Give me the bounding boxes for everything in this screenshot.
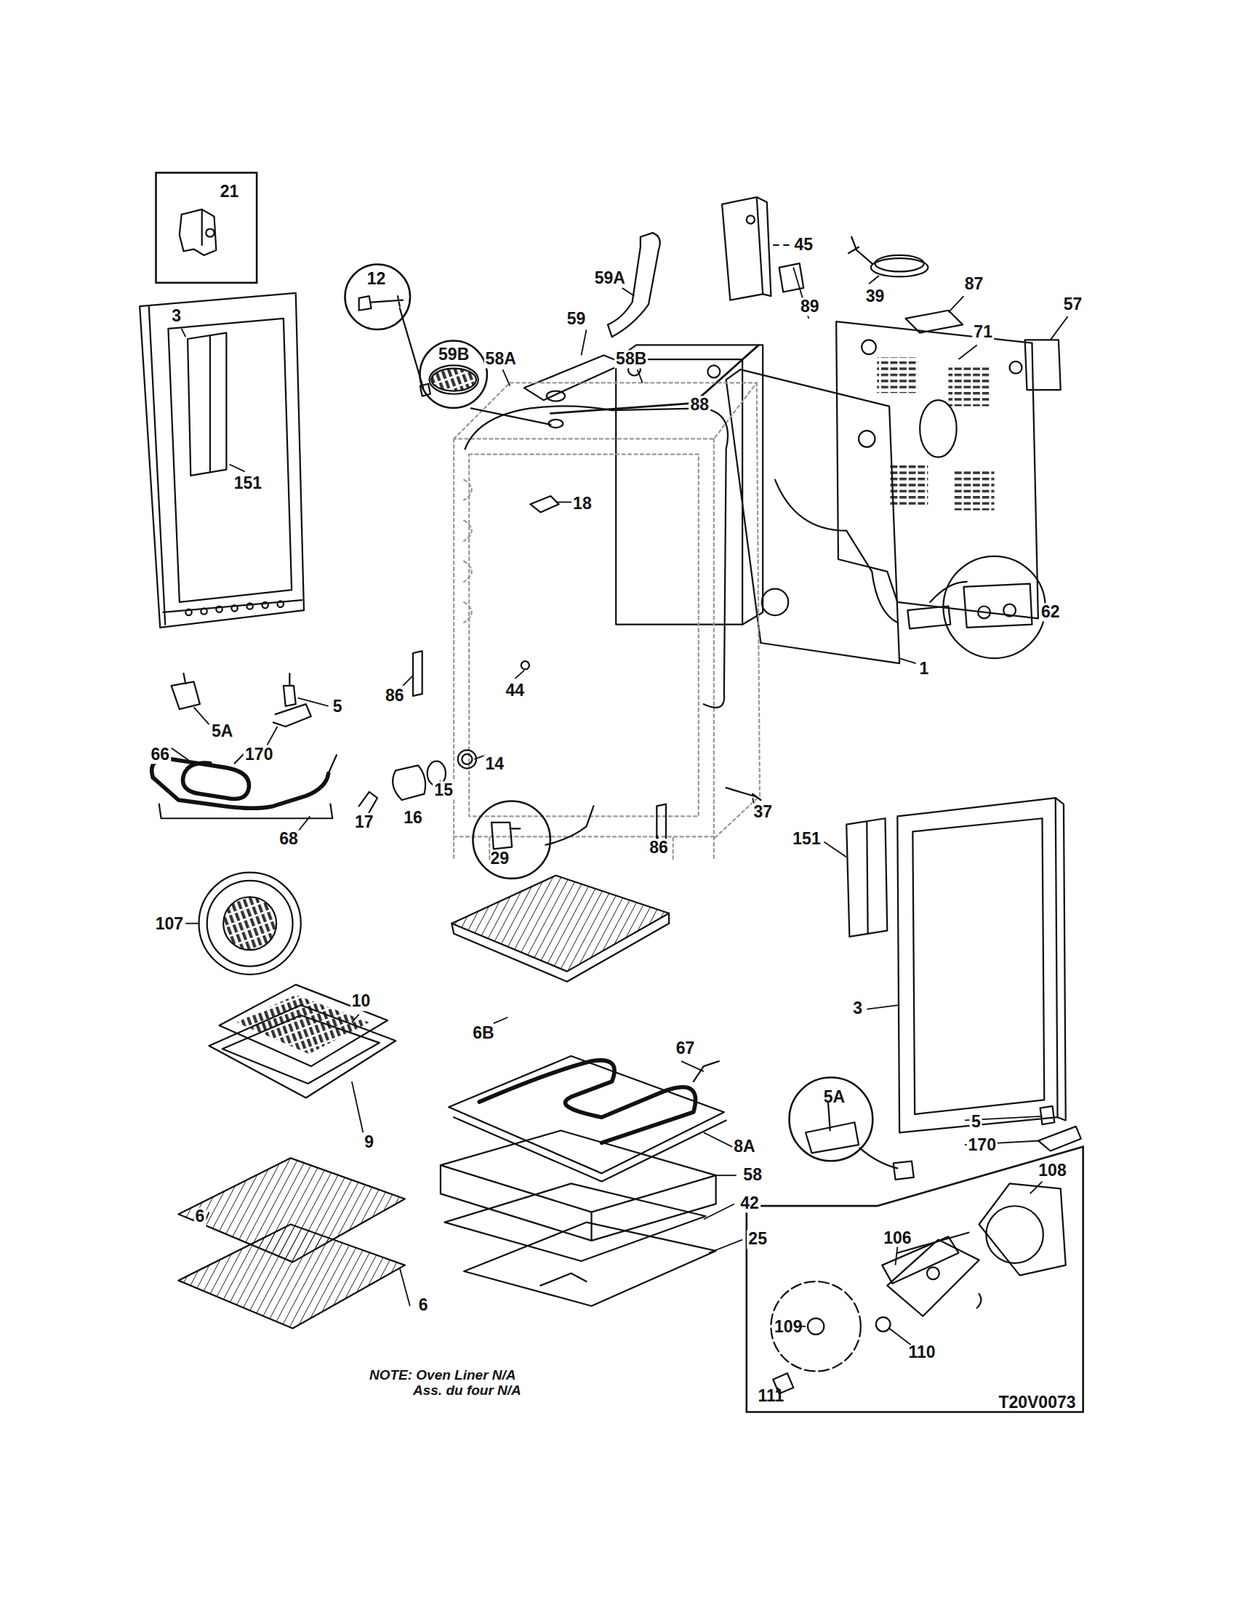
callout-number: 39 xyxy=(864,287,887,307)
callout-number: 25 xyxy=(746,1230,769,1249)
callout-number: 89 xyxy=(799,298,821,317)
callout-number: 5A xyxy=(822,1088,847,1107)
callout-number: 5A xyxy=(210,721,235,741)
callout-number: 57 xyxy=(1062,295,1085,315)
callout-number: 58A xyxy=(484,349,518,368)
callout-number: 8A xyxy=(732,1137,757,1156)
callout-number: 86 xyxy=(383,686,406,705)
callout-number: 58B xyxy=(614,349,648,368)
callout-number: 110 xyxy=(906,1342,937,1362)
callout-number: 71 xyxy=(972,323,994,342)
callout-number: 37 xyxy=(751,802,774,821)
callout-number: 1 xyxy=(917,659,930,678)
detail-circle: 59B xyxy=(418,339,488,409)
callout-number: 59A xyxy=(593,269,627,288)
callout-number: 106 xyxy=(881,1228,913,1247)
callout-number: 67 xyxy=(674,1038,697,1058)
outline-shape xyxy=(473,800,551,878)
callout-number: 68 xyxy=(277,830,300,849)
outline-shape xyxy=(420,340,488,408)
callout-number: 86 xyxy=(647,838,670,857)
callout-number: 170 xyxy=(243,745,275,764)
callout-number: 5 xyxy=(331,697,344,716)
note-text: NOTE: Oven Liner N/A xyxy=(367,1366,518,1383)
callout-number: 16 xyxy=(402,808,424,827)
note-text: Ass. du four N/A xyxy=(411,1382,523,1398)
frame-outline xyxy=(744,1144,1085,1414)
callout-number: 45 xyxy=(792,235,815,254)
callout-number: 109 xyxy=(772,1317,804,1336)
circle-outline xyxy=(471,799,552,880)
outline-shape xyxy=(156,172,258,283)
outline-shape xyxy=(789,1076,874,1161)
callout-number: 10 xyxy=(350,992,373,1011)
outline-shape xyxy=(746,1146,1084,1412)
motor-assembly-frame: 108 106 109 110 111 T20V0073 xyxy=(744,1144,1085,1414)
outline-shape xyxy=(344,263,411,330)
frame-outline xyxy=(154,171,259,284)
callout-number: 42 xyxy=(738,1193,761,1213)
detail-circle: 12 xyxy=(343,263,412,331)
callout-number: 21 xyxy=(218,182,241,201)
framed-part-box: 21 xyxy=(154,171,259,284)
callout-number: 151 xyxy=(232,474,264,493)
callout-number: 29 xyxy=(488,849,511,868)
callout-number: 12 xyxy=(365,270,388,289)
callout-number: 59 xyxy=(565,309,588,328)
callout-number: 59B xyxy=(436,345,471,364)
callout-number: 107 xyxy=(154,914,185,933)
callout-number: 9 xyxy=(362,1132,376,1151)
callout-number: 5 xyxy=(969,1112,983,1131)
callout-number: 14 xyxy=(483,754,506,773)
callout-number: 87 xyxy=(963,275,986,294)
callout-number: 15 xyxy=(432,780,455,800)
callout-number: 111 xyxy=(756,1387,786,1406)
callout-number: 88 xyxy=(688,395,711,414)
detail-circle: 5A xyxy=(788,1076,874,1162)
callout-number: 18 xyxy=(571,494,594,513)
callout-number: 6 xyxy=(194,1207,207,1226)
callout-number: 44 xyxy=(504,681,527,700)
callout-number: 66 xyxy=(149,745,171,764)
callout-number: 3 xyxy=(170,306,183,325)
callout-number: 3 xyxy=(851,999,864,1018)
drawing-number: T20V0073 xyxy=(996,1393,1077,1412)
callout-number: 6B xyxy=(471,1023,496,1042)
callout-number: 17 xyxy=(353,812,376,832)
detail-circle: 29 xyxy=(471,799,552,880)
callout-number: 6 xyxy=(417,1296,430,1315)
callout-number: 170 xyxy=(966,1136,998,1155)
callout-number: 62 xyxy=(1039,602,1062,621)
callout-number: 151 xyxy=(791,830,822,849)
callout-number: 108 xyxy=(1036,1161,1068,1181)
callout-number: 58 xyxy=(741,1165,764,1184)
